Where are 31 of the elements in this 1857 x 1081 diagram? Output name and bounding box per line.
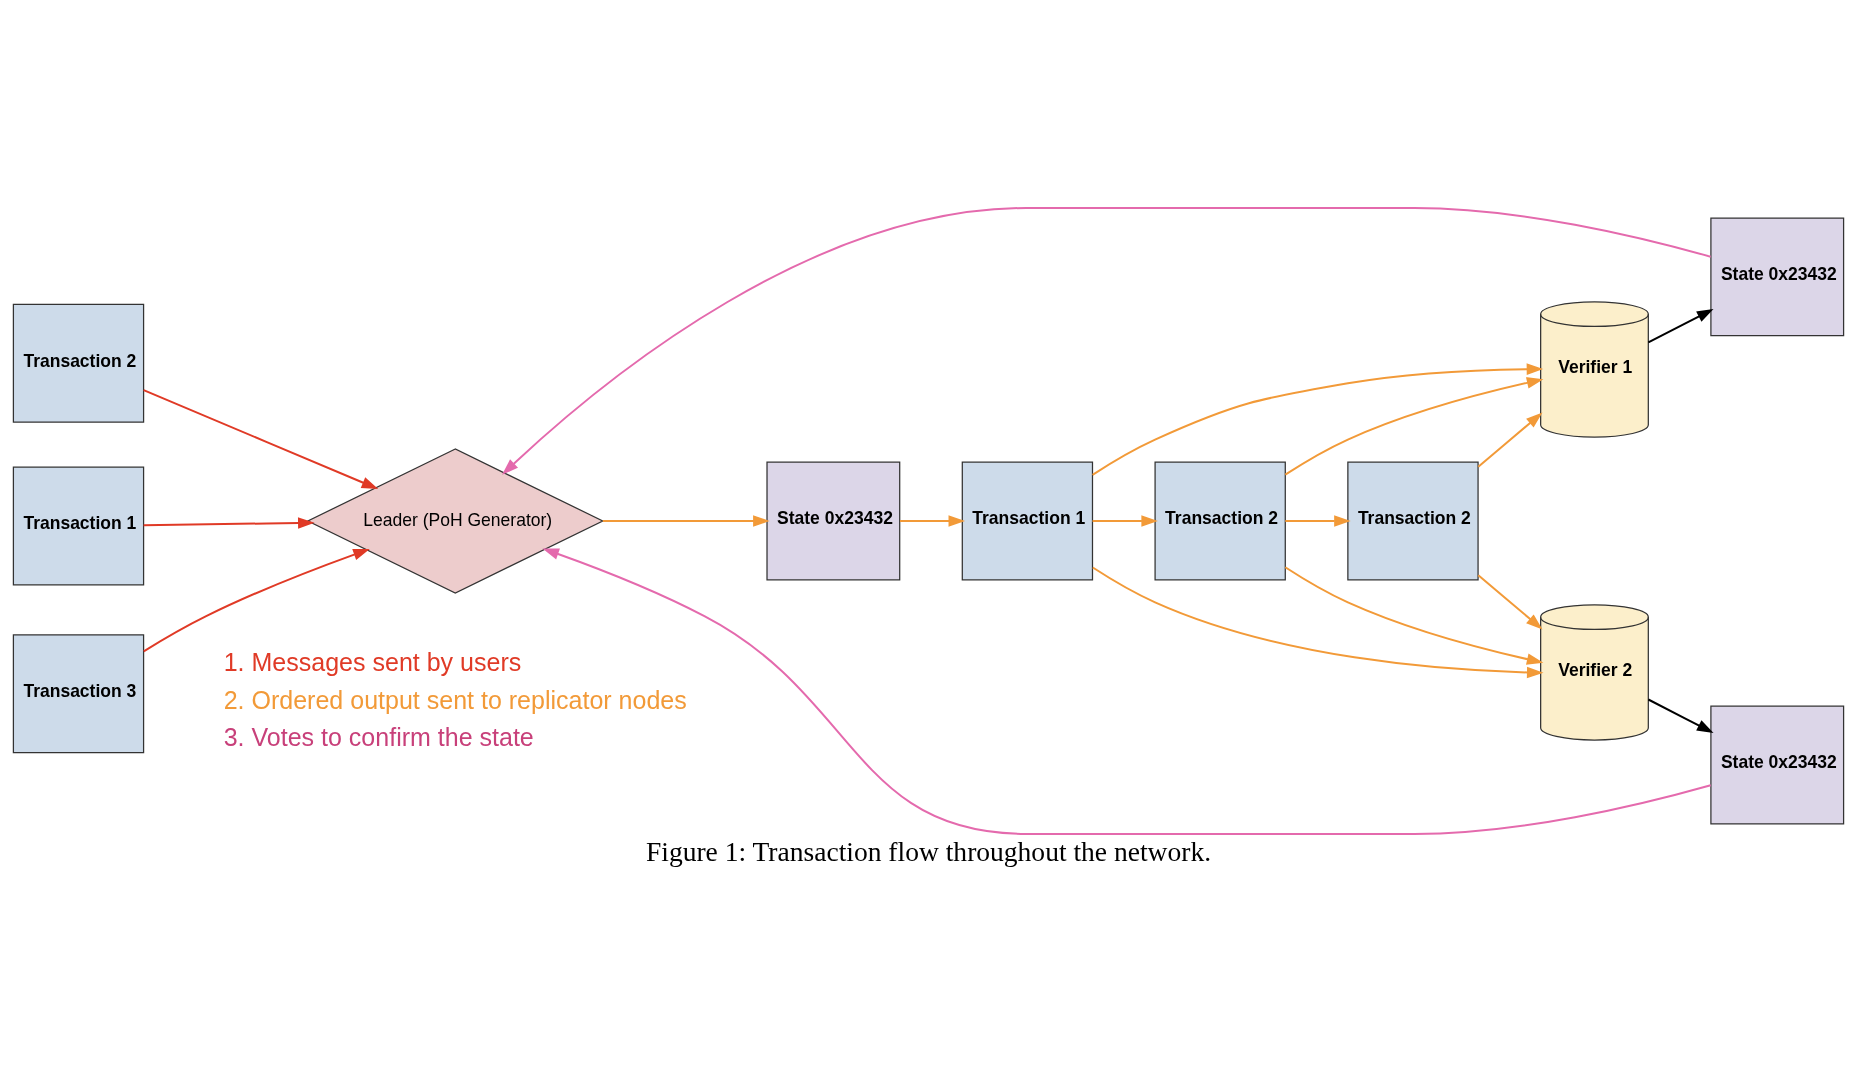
- node-box: Transaction 1: [12, 466, 145, 585]
- arrow: [142, 516, 315, 529]
- arrow: [1091, 514, 1158, 527]
- node-box: Transaction 3: [12, 633, 145, 753]
- legend-label: 1. Messages sent by users: [223, 647, 522, 676]
- legend-label: 2. Ordered output sent to replicator nodes: [223, 685, 687, 714]
- node-diamond: Leader (PoH Generator): [306, 447, 605, 594]
- node-box: Transaction 2: [1347, 461, 1479, 580]
- arrow: [542, 548, 1712, 835]
- arrow: [1284, 376, 1544, 476]
- arrow: [1284, 514, 1351, 527]
- arrow: [1477, 573, 1543, 629]
- node-box: Transaction 2: [1154, 461, 1286, 580]
- arrow: [142, 548, 370, 652]
- arrow: [1284, 565, 1544, 665]
- arrow: [1091, 362, 1544, 476]
- caption: Figure 1: Transaction flow throughout the network.: [645, 835, 1212, 867]
- node-box: Transaction 2: [12, 303, 145, 423]
- arrow: [502, 206, 1712, 475]
- arrow: [142, 388, 379, 489]
- node-box: State 0x23432: [1710, 216, 1845, 336]
- arrow: [1477, 411, 1543, 468]
- legend-label: 3. Votes to confirm the state: [223, 722, 534, 751]
- node-box: State 0x23432: [766, 461, 901, 580]
- node-box: State 0x23432: [1710, 705, 1845, 825]
- arrow: [601, 514, 770, 527]
- arrow: [1647, 308, 1714, 343]
- arrow: [899, 514, 966, 527]
- node-box: Transaction 1: [961, 461, 1094, 580]
- arrow: [1091, 566, 1544, 678]
- arrow: [1647, 698, 1714, 733]
